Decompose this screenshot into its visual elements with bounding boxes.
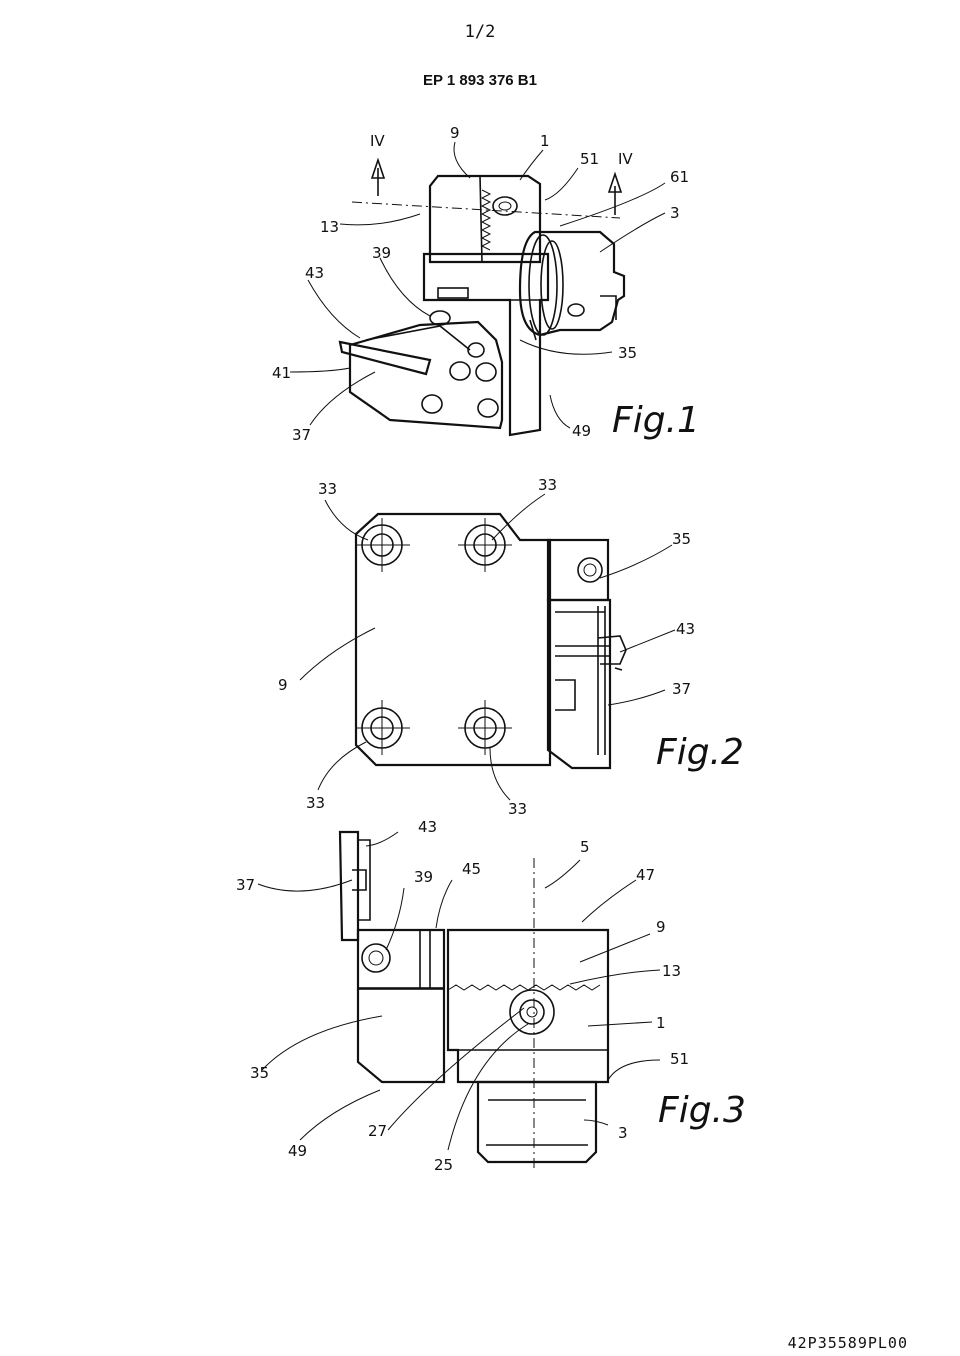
fig3-label-3: 3 xyxy=(618,1124,628,1142)
fig3-label-37: 37 xyxy=(236,876,255,894)
fig1-label-3: 3 xyxy=(670,204,680,222)
fig2-title: Fig.2 xyxy=(656,732,744,773)
fig3-label-27: 27 xyxy=(368,1122,387,1140)
fig3-label-45: 45 xyxy=(462,860,481,878)
fig1-label-61: 61 xyxy=(670,168,689,186)
fig1-label-39: 39 xyxy=(372,244,391,262)
fig3-label-39: 39 xyxy=(414,868,433,886)
patent-number: EP 1 893 376 B1 xyxy=(423,72,537,89)
fig2-label-33-bottom-right: 33 xyxy=(508,800,527,818)
fig3-label-35: 35 xyxy=(250,1064,269,1082)
figure-2-drawing xyxy=(299,493,676,801)
fig1-label-1: 1 xyxy=(540,132,550,150)
fig3-label-47: 47 xyxy=(636,866,655,884)
fig3-label-49: 49 xyxy=(288,1142,307,1160)
fig2-label-33-top-right: 33 xyxy=(538,476,557,494)
fig1-label-IV-right: IV xyxy=(618,150,633,168)
fig2-label-33-bottom-left: 33 xyxy=(306,794,325,812)
fig1-label-49: 49 xyxy=(572,422,591,440)
fig2-label-33-top-left: 33 xyxy=(318,480,337,498)
fig1-label-51: 51 xyxy=(580,150,599,168)
fig2-label-35: 35 xyxy=(672,530,691,548)
fig1-label-13: 13 xyxy=(320,218,339,236)
fig3-title: Fig.3 xyxy=(658,1090,746,1131)
fig3-label-51: 51 xyxy=(670,1050,689,1068)
fig1-title: Fig.1 xyxy=(612,400,700,441)
fig1-label-43: 43 xyxy=(305,264,324,282)
fig2-label-43: 43 xyxy=(676,620,695,638)
fig3-label-43: 43 xyxy=(418,818,437,836)
document-code: 42P35589PL00 xyxy=(787,1334,908,1352)
fig1-label-41: 41 xyxy=(272,364,291,382)
figure-1-drawing xyxy=(289,141,666,437)
fig1-label-IV-left: IV xyxy=(370,132,385,150)
fig2-label-37: 37 xyxy=(672,680,691,698)
page-number: 1/2 xyxy=(464,22,496,42)
fig1-label-35: 35 xyxy=(618,344,637,362)
fig3-label-9: 9 xyxy=(656,918,666,936)
fig1-label-9: 9 xyxy=(450,124,460,142)
fig3-label-13: 13 xyxy=(662,962,681,980)
fig3-label-25: 25 xyxy=(434,1156,453,1174)
figure-3-drawing xyxy=(257,830,661,1168)
fig3-label-1: 1 xyxy=(656,1014,666,1032)
fig2-label-9: 9 xyxy=(278,676,288,694)
fig1-label-37: 37 xyxy=(292,426,311,444)
fig3-label-5: 5 xyxy=(580,838,590,856)
